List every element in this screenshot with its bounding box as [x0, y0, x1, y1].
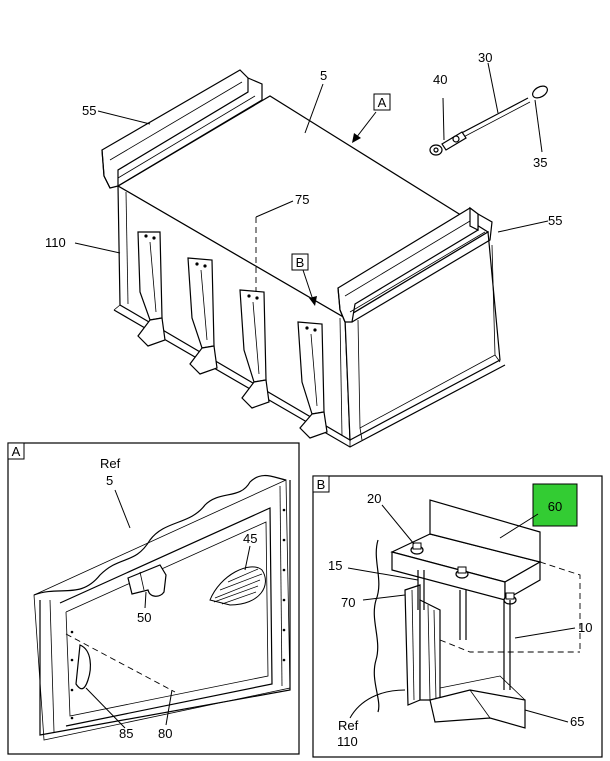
hanger-4 — [297, 321, 328, 439]
callout-30: 30 — [478, 50, 492, 65]
callout-80: 80 — [158, 726, 172, 741]
left-rail — [101, 69, 263, 189]
callout-35: 35 — [533, 155, 547, 170]
callout-55-left: 55 — [82, 103, 96, 118]
detail-b-title: B — [317, 477, 326, 492]
box-right-face — [344, 230, 501, 441]
callout-40: 40 — [433, 72, 447, 87]
callout-15: 15 — [328, 558, 342, 573]
callout-45: 45 — [243, 531, 257, 546]
detail-a-part-45 — [209, 566, 266, 606]
detail-a-title: A — [12, 444, 21, 459]
callout-110: 110 — [45, 235, 66, 250]
detail-b-ref-word: Ref — [338, 718, 359, 733]
view-flag-b-label: B — [296, 255, 305, 270]
cable-assembly — [429, 85, 548, 156]
detail-b-panel: B — [312, 475, 603, 758]
callout-70: 70 — [341, 595, 355, 610]
hanger-3 — [239, 289, 270, 409]
callout-55-right: 55 — [548, 213, 562, 228]
callout-50: 50 — [137, 610, 151, 625]
callout-5: 5 — [320, 68, 327, 83]
detail-b-break-line — [373, 539, 380, 713]
detail-a-panel: A — [7, 442, 300, 755]
detail-b-bolts — [410, 542, 517, 605]
view-flag-a-label: A — [378, 95, 387, 110]
callout-85: 85 — [119, 726, 133, 741]
view-flag-b: B — [291, 253, 309, 271]
detail-b-ref-num: 110 — [337, 734, 358, 749]
hanger-2 — [187, 257, 218, 375]
callout-20: 20 — [367, 491, 381, 506]
right-rail — [337, 206, 493, 323]
callout-75: 75 — [295, 192, 309, 207]
main-leaders — [74, 62, 549, 306]
detail-a-part-50 — [127, 564, 167, 597]
hanger-1 — [137, 231, 166, 347]
detail-a-break-line — [33, 474, 287, 596]
detail-a-ref-word: Ref — [100, 456, 121, 471]
hanger-brackets — [137, 231, 328, 439]
callout-65: 65 — [570, 714, 584, 729]
detail-a-part-85 — [75, 644, 91, 690]
detail-a-ref-num: 5 — [106, 473, 113, 488]
view-flag-a: A — [373, 93, 391, 111]
callout-60-highlight — [532, 483, 578, 527]
callout-10: 10 — [578, 620, 592, 635]
callout-60: 60 — [548, 499, 562, 514]
